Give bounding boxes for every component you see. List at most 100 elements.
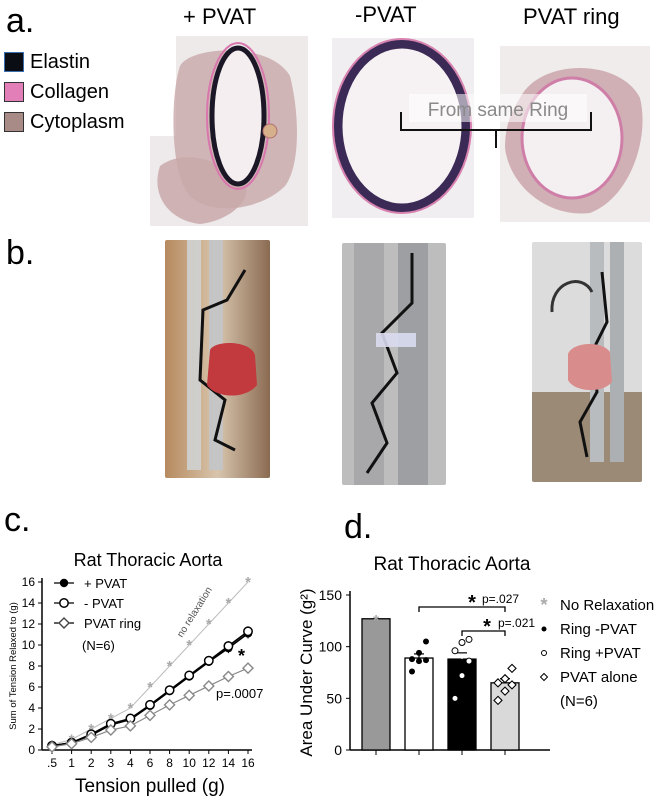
chart-d-legend-marker: * bbox=[540, 595, 547, 615]
chart-c-significance-star: * bbox=[238, 646, 245, 666]
chart-c-point-s3-1 bbox=[65, 737, 78, 750]
chart-c-x-tick-label: 1 bbox=[68, 756, 75, 770]
chart-d-data-point bbox=[458, 672, 466, 680]
chart-c-x-tick-label: 6 bbox=[147, 756, 154, 770]
chart-c-y-tick-label: 14 bbox=[22, 596, 36, 610]
chart-d-bracket-2 bbox=[461, 630, 506, 636]
chart-d-data-point bbox=[451, 647, 459, 655]
chart-c-point-s0-4: * bbox=[127, 700, 133, 717]
chart-c-point-s3-8 bbox=[202, 679, 215, 692]
chart-d-legend-label: Ring +PVAT bbox=[560, 645, 641, 662]
legend-cytoplasm: Cytoplasm bbox=[4, 107, 124, 137]
chart-c-legend-label: + PVAT bbox=[84, 576, 127, 591]
same-ring-label: From same Ring bbox=[428, 100, 568, 121]
chart-d-data-point bbox=[451, 694, 459, 702]
chart-d-data-point bbox=[465, 657, 473, 665]
chart-c-legend-label: - PVAT bbox=[84, 596, 124, 611]
chart-d-data-point bbox=[507, 663, 517, 674]
chart-c-y-tick-label: 16 bbox=[22, 575, 36, 589]
chart-c-p-value: p=.0007 bbox=[216, 686, 263, 701]
legend-cytoplasm-label: Cytoplasm bbox=[30, 110, 125, 133]
chart-c-x-tick-label: 3 bbox=[107, 756, 114, 770]
chart-c-point-s2-8 bbox=[203, 655, 214, 666]
chart-c-y-tick-label: 6 bbox=[28, 680, 35, 694]
chart-d-data-point bbox=[493, 678, 503, 688]
chart-c-point-s0-9: * bbox=[225, 595, 231, 612]
chart-d-title: Rat Thoracic Aorta bbox=[373, 554, 530, 575]
chart-c-point-s0-6: * bbox=[167, 658, 173, 675]
chart-d-legend-label: No Relaxation bbox=[560, 597, 654, 614]
chart-c-y-tick-label: 12 bbox=[22, 617, 36, 631]
cytoplasm-swatch bbox=[4, 112, 24, 132]
column-title-pvat-ring: PVAT ring bbox=[523, 4, 620, 29]
chart-d-legend-marker bbox=[541, 650, 547, 656]
chart-d-star-1: * bbox=[468, 592, 476, 614]
chart-c-point-s2-5 bbox=[145, 699, 155, 710]
chart-c-point-s0-8: * bbox=[206, 616, 212, 633]
chart-c-point-s3-6 bbox=[163, 698, 176, 711]
chart-d-y-tick-label: 50 bbox=[326, 690, 342, 706]
chart-d-y-tick-label: 100 bbox=[319, 639, 343, 655]
chart-d-data-point bbox=[409, 656, 415, 663]
chart-c-point-s3-2 bbox=[85, 731, 98, 744]
chart-c-x-axis-label: Tension pulled (g) bbox=[75, 776, 225, 797]
chart-c-x-tick-label: 10 bbox=[183, 756, 197, 770]
panel-b-letter: b. bbox=[6, 234, 35, 272]
legend-elastin: Elastin bbox=[4, 47, 124, 77]
chart-c-x-tick-label: 12 bbox=[202, 756, 216, 770]
histology-minus-pvat bbox=[332, 38, 474, 218]
chart-d-data-point bbox=[500, 673, 510, 684]
chart-c-point-s3-7 bbox=[183, 689, 196, 702]
chart-c-y-tick-label: 0 bbox=[28, 743, 35, 757]
chart-c-x-tick-label: 8 bbox=[166, 756, 173, 770]
chart-c-point-s3-4 bbox=[124, 719, 137, 732]
chart-d-y-axis-label: Area Under Curve (g²) bbox=[297, 588, 316, 756]
chart-c-y-tick-label: 10 bbox=[22, 638, 36, 652]
chart-c-point-s0-10: * bbox=[245, 574, 251, 591]
chart-c-legend-label: PVAT ring bbox=[84, 616, 141, 631]
photo-plus-pvat-mount bbox=[165, 240, 270, 478]
collagen-swatch bbox=[4, 82, 24, 102]
chart-c-point-s3-9 bbox=[222, 670, 235, 683]
chart-c-x-tick-label: 2 bbox=[88, 756, 95, 770]
chart-c-series-line-0 bbox=[51, 581, 249, 746]
chart-c-point-s0-5: * bbox=[147, 679, 153, 696]
chart-d-legend-marker bbox=[539, 672, 549, 682]
chart-d-y-tick-label: 0 bbox=[334, 742, 342, 758]
chart-c-legend-marker bbox=[59, 578, 69, 588]
chart-c-y-tick-label: 2 bbox=[28, 722, 35, 736]
chart-c-y-tick-label: 8 bbox=[28, 659, 35, 673]
chart-d-y-tick-label: 150 bbox=[319, 587, 343, 603]
chart-d-data-point bbox=[423, 657, 429, 664]
chart-c-x-tick-label: 14 bbox=[222, 756, 236, 770]
panel-c-letter: c. bbox=[4, 501, 31, 539]
chart-d-data-point bbox=[493, 695, 503, 706]
chart-c-point-s2-6 bbox=[164, 685, 175, 696]
photo-pvat-ring-mount bbox=[532, 242, 642, 482]
chart-c-legend-marker bbox=[58, 617, 70, 629]
chart-c-point-s0-7: * bbox=[186, 637, 192, 654]
chart-d-bracket-1 bbox=[418, 606, 506, 612]
chart-d-n-label: (N=6) bbox=[560, 693, 598, 710]
chart-c-point-s3-3 bbox=[104, 724, 117, 737]
chart-c-point-s3-5 bbox=[144, 709, 156, 722]
chart-c-legend-marker bbox=[59, 598, 69, 608]
chart-c-point-s2-7 bbox=[184, 670, 195, 681]
legend-collagen: Collagen bbox=[4, 77, 124, 107]
legend-collagen-label: Collagen bbox=[30, 80, 109, 103]
chart-d-data-point bbox=[409, 668, 415, 675]
chart-c-n-label: (N=6) bbox=[82, 638, 115, 653]
chart-c-x-tick-label: .5 bbox=[47, 756, 57, 770]
chart-d-data-point bbox=[416, 649, 422, 656]
legend-elastin-label: Elastin bbox=[30, 50, 91, 73]
chart-c-title: Rat Thoracic Aorta bbox=[74, 550, 224, 570]
chart-d-legend-label: PVAT alone bbox=[560, 669, 638, 686]
elastin-swatch bbox=[4, 52, 24, 72]
same-ring-bracket: From same Ring bbox=[400, 94, 592, 148]
chart-c-y-axis-label: Sum of Tension Relaxed to (g) bbox=[8, 602, 19, 730]
chart-d-legend-marker bbox=[541, 626, 547, 632]
chart-d-data-point bbox=[458, 639, 466, 647]
panel-a-letter: a. bbox=[6, 2, 35, 40]
chart-c-point-s2-9 bbox=[223, 641, 234, 652]
